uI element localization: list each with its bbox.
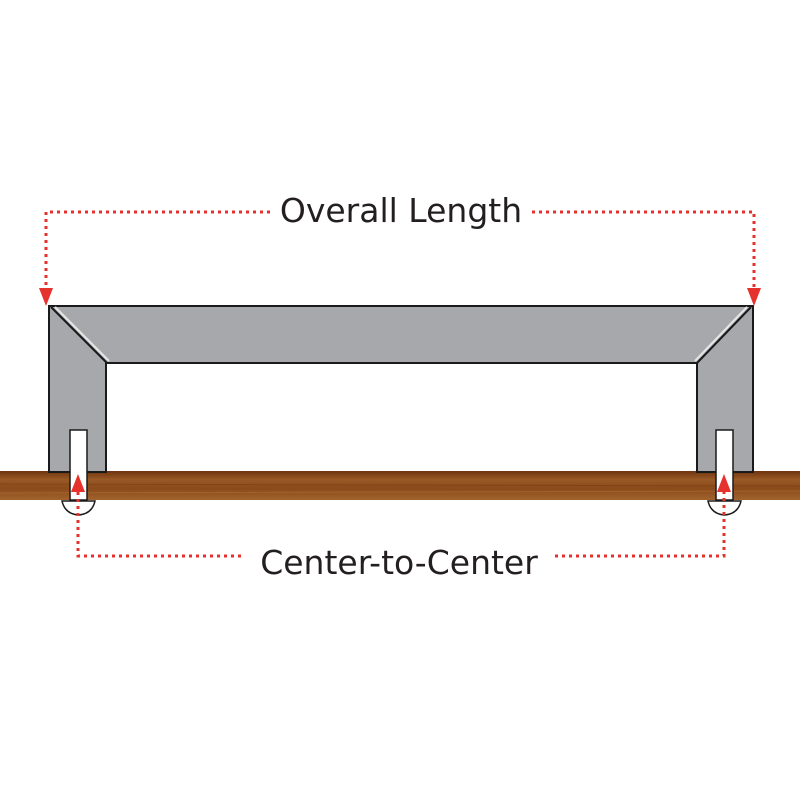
wood-grain [0,490,800,494]
miter-joint-left-highlight [54,306,110,362]
center-to-center-line-left [76,492,245,558]
center-to-center-line-right [555,492,726,558]
miter-joint-left [50,306,108,364]
overall-length-arrow-right [747,288,761,306]
center-to-center-label: Center-to-Center [260,543,538,582]
overall-length-line-left [44,210,270,290]
cabinet-handle [48,305,754,473]
miter-joint-right-highlight [694,306,748,362]
center-to-center-arrow-left [71,474,85,492]
overall-length-arrow-left [39,288,53,306]
overall-length-label: Overall Length [280,191,522,230]
wood-grain [0,483,800,487]
overall-length-line-right [532,210,756,290]
miter-joint-right [696,306,752,364]
center-to-center-arrow-right [717,474,731,492]
